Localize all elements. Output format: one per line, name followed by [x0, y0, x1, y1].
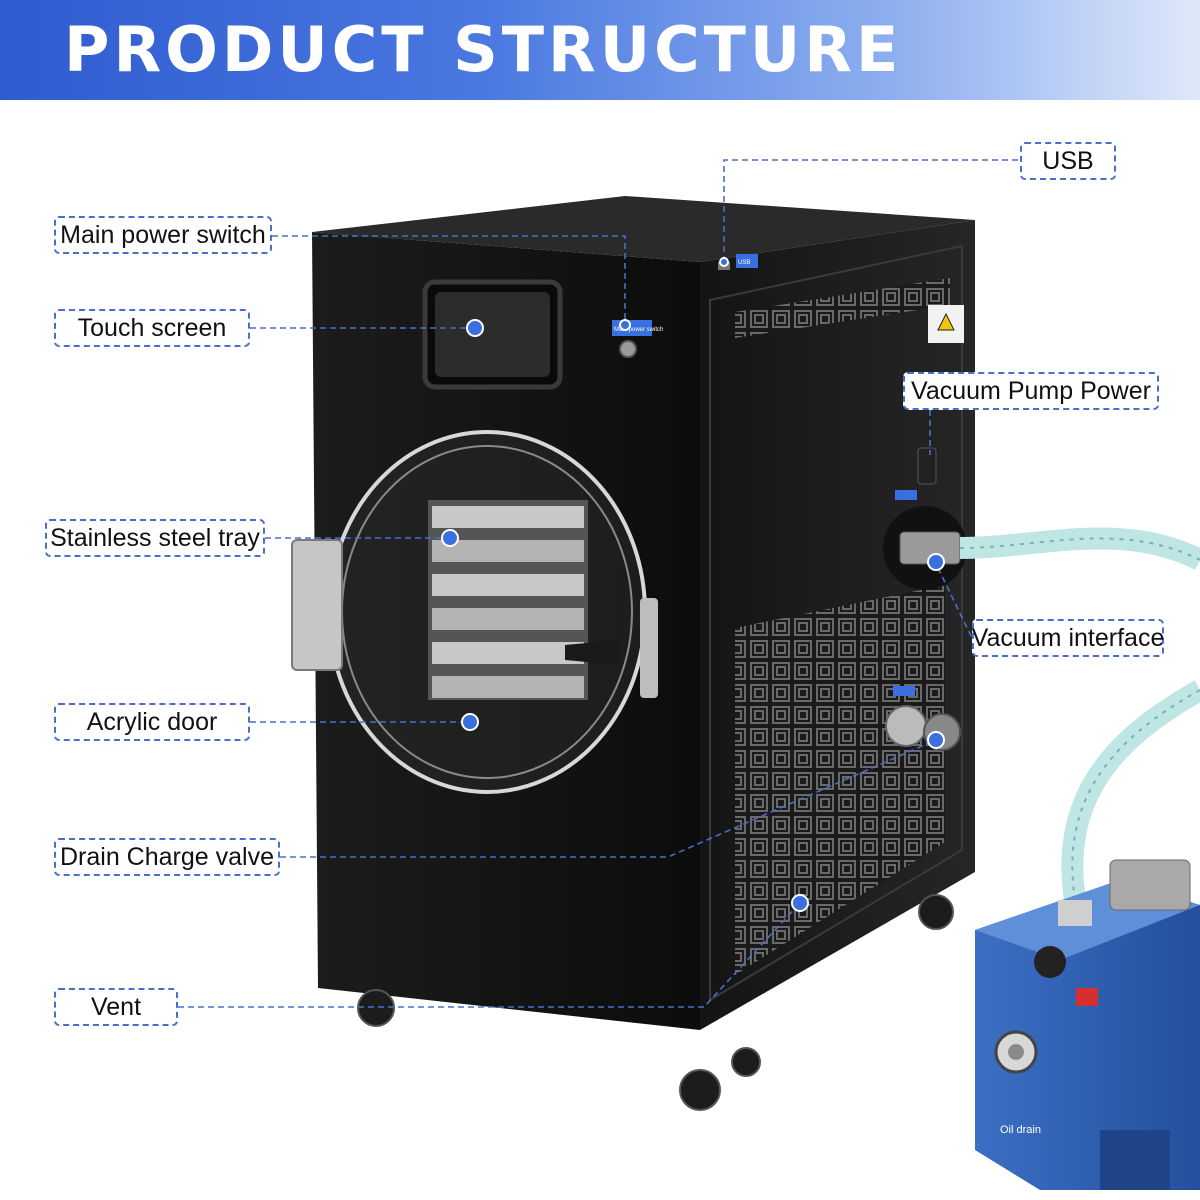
top-vent — [735, 278, 950, 338]
vent-grille — [735, 585, 945, 975]
page-title: PRODUCT STRUCTURE — [64, 13, 903, 86]
callout-usb: USB — [1020, 142, 1116, 180]
callout-vacuum-pump-power: Vacuum Pump Power — [903, 372, 1159, 410]
vacuum-hose-lower — [1061, 680, 1200, 902]
vacuum-pump-power-socket — [917, 447, 937, 485]
callout-vent: Vent — [54, 988, 178, 1026]
callout-markers — [441, 257, 945, 912]
pump-label-text: Oil drain — [1000, 1124, 1041, 1136]
callout-acrylic-door: Acrylic door — [54, 703, 250, 741]
callout-drain-charge-valve: Drain Charge valve — [54, 838, 280, 876]
leader-lines — [178, 159, 1020, 1008]
callout-touch-screen: Touch screen — [54, 309, 250, 347]
usb-sticker — [736, 254, 758, 268]
callout-main-power-switch: Main power switch — [54, 216, 272, 254]
main-power-switch-knob — [619, 340, 637, 358]
callout-stainless-steel-tray: Stainless steel tray — [45, 519, 265, 557]
header-banner: PRODUCT STRUCTURE — [0, 0, 1200, 100]
casters — [357, 894, 954, 1111]
usb-sticker-text: USB — [738, 260, 750, 266]
touch-screen-glass — [435, 292, 550, 377]
vacuum-hose-upper — [959, 527, 1200, 570]
main-power-sticker-text: Main power switch — [614, 327, 663, 333]
callout-vacuum-interface: Vacuum interface — [972, 619, 1164, 657]
vacuum-pump: Oil drain — [975, 859, 1200, 1190]
drain-valve-fitting — [885, 705, 927, 747]
cabinet-top — [312, 196, 975, 262]
door-handle — [640, 598, 658, 698]
door-hinge — [291, 539, 343, 671]
